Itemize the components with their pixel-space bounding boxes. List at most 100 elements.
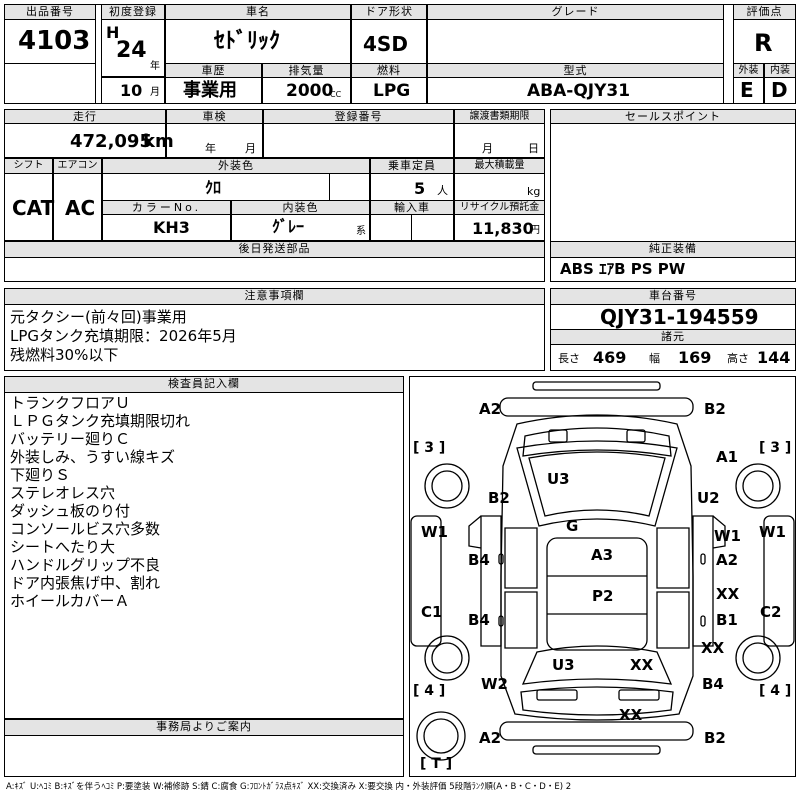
color-label: 外装色	[102, 158, 370, 174]
equipment-cell	[550, 257, 796, 282]
ext-cell	[733, 77, 764, 104]
ext-value: E	[740, 78, 754, 102]
type-label: 型式	[427, 63, 724, 78]
fuel-value: LPG	[373, 81, 411, 101]
door-handle	[498, 615, 504, 627]
wheel-front-right	[735, 463, 781, 509]
equipment-label: 純正装備	[550, 241, 796, 258]
inspector-line: シートへたり大	[10, 538, 116, 556]
capacity-label: 乗車定員	[370, 158, 454, 174]
int-cell	[764, 77, 796, 104]
recycle-unit: 円	[530, 225, 540, 236]
inspector-label: 検査員記入欄	[4, 376, 404, 393]
damage-a1: A1	[716, 448, 739, 466]
front-bumper-bar	[532, 381, 661, 391]
later-parts-label: 後日発送部品	[4, 241, 545, 258]
import-cell-2	[411, 214, 454, 241]
roof	[546, 537, 648, 651]
interior-label: 内装色	[231, 200, 370, 215]
damage-w2: W2	[481, 675, 508, 693]
damage-a2-top: A2	[479, 400, 502, 418]
fuel-cell	[351, 77, 427, 104]
type-value: ABA-QJY31	[527, 81, 631, 101]
interior-suffix: 系	[356, 226, 366, 237]
shift-cell	[4, 173, 53, 241]
reg-month-unit: 月	[150, 87, 160, 98]
fuel-label: 燃料	[351, 63, 427, 78]
type-cell	[427, 77, 724, 104]
damage-a2-bottom: A2	[479, 729, 502, 747]
lot-blank	[4, 63, 96, 104]
right-door-front	[656, 527, 690, 589]
left-door-front	[504, 527, 538, 589]
left-door-rear	[504, 591, 538, 649]
damage-b1: B1	[716, 611, 738, 629]
score-label: 評価点	[733, 4, 796, 20]
damage-u3-top: U3	[547, 470, 570, 488]
displacement-label: 排気量	[262, 63, 351, 78]
inspection-cell	[166, 123, 263, 158]
rear-bumper	[499, 721, 694, 741]
damage-b2-bottom: B2	[704, 729, 726, 747]
plate-cell	[263, 123, 454, 158]
damage-c2: C2	[760, 603, 782, 621]
notes-cell	[4, 304, 545, 371]
right-door-rear	[656, 591, 690, 649]
displacement-unit: CC	[330, 90, 342, 99]
wheel-rear-left	[424, 635, 470, 681]
int-label: 内装	[764, 63, 796, 78]
damage-c1: C1	[421, 603, 443, 621]
left-mirror	[468, 515, 482, 549]
plate-label: 登録番号	[263, 109, 454, 124]
color-cell-side	[329, 173, 370, 201]
inspector-line: コンソールビス穴多数	[10, 520, 161, 538]
inspector-line: ＬＰＧタンク充填期限切れ	[10, 412, 191, 430]
inspector-line: 外装しみ、うすい線キズ	[10, 448, 176, 466]
chassis-label: 車台番号	[550, 288, 796, 305]
int-value: D	[771, 78, 788, 102]
damage-b4-upper: B4	[468, 551, 490, 569]
bracket-rear-left: [ 4 ]	[413, 683, 446, 699]
inspector-line: ハンドルグリップ不良	[10, 556, 161, 574]
dims-cell	[550, 344, 796, 371]
reg-divider	[101, 76, 165, 78]
notes-line-3: 残燃料30%以下	[10, 346, 119, 364]
grade-label: グレード	[427, 4, 724, 20]
load-unit: kg	[527, 185, 541, 198]
dims-width: 169	[678, 348, 712, 367]
dims-len-label: 長さ	[558, 352, 580, 365]
bracket-front-right: [ 3 ]	[759, 440, 792, 456]
transfer-label: 譲渡書類期限	[454, 109, 545, 124]
notes-line-2: LPGタンク充填期限：2026年5月	[10, 327, 237, 345]
inspector-line: 下廻りＳ	[10, 466, 71, 484]
later-parts-cell	[4, 257, 545, 282]
right-outer-side	[763, 515, 795, 647]
rear-bumper-bar	[532, 745, 661, 755]
damage-w1-right: W1	[759, 523, 786, 541]
displacement-cell	[262, 77, 351, 104]
model-name: ｾﾄﾞﾘｯｸ	[214, 29, 281, 54]
inspector-line: ステレオレス穴	[10, 484, 116, 502]
transfer-cell	[454, 123, 545, 158]
dims-height: 144	[757, 348, 791, 367]
inspector-cell	[4, 392, 404, 719]
lot-label: 出品番号	[4, 4, 96, 20]
import-label: 輸入車	[370, 200, 454, 215]
damage-b4-right: B4	[702, 675, 724, 693]
color-no-label: カラーNo.	[102, 200, 231, 215]
inspector-line: ドア内張焦げ中、割れ	[10, 574, 161, 592]
damage-b2-top: B2	[704, 400, 726, 418]
mileage-value: 472,095	[70, 131, 152, 152]
door-handle	[700, 615, 706, 627]
trunk-lamp-left	[536, 689, 578, 701]
right-side-panel	[692, 515, 714, 647]
inspection-label: 車検	[166, 109, 263, 124]
trunk-lamp-right	[618, 689, 660, 701]
door-handle	[498, 553, 504, 565]
damage-b2-left: B2	[488, 489, 510, 507]
inspector-line: バッテリー廻りＣ	[10, 430, 131, 448]
left-side-panel	[480, 515, 502, 647]
notes-label: 注意事項欄	[4, 288, 545, 305]
reg-month: 10	[120, 81, 143, 100]
color-no-cell	[102, 214, 231, 241]
